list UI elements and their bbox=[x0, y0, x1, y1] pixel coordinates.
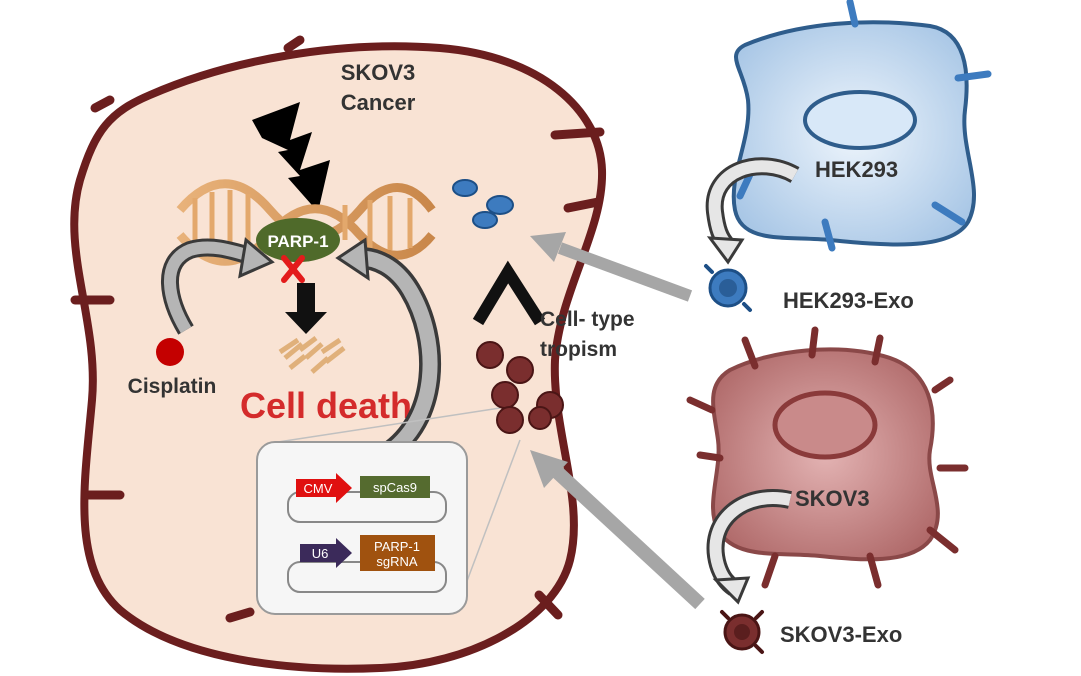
hek-exosomes-inside bbox=[452, 179, 514, 229]
hek293-cell-label: HEK293 bbox=[815, 157, 898, 182]
spcas9-gene-label: spCas9 bbox=[373, 480, 417, 495]
cancer-cell-label-line2: Cancer bbox=[341, 90, 416, 115]
cisplatin-dot bbox=[156, 338, 184, 366]
u6-promoter-label: U6 bbox=[312, 546, 329, 561]
parp1-label: PARP-1 bbox=[267, 232, 328, 251]
plasmid-sgrna: U6 PARP-1 sgRNA bbox=[287, 535, 447, 593]
x-mark-icon bbox=[281, 255, 305, 283]
tropism-label-line1: Cell- type bbox=[540, 308, 635, 331]
hek293-cell bbox=[731, 0, 992, 252]
cancer-cell-label-line1: SKOV3 bbox=[341, 60, 416, 85]
skov-exo-label: SKOV3-Exo bbox=[780, 622, 902, 647]
parp1-protein bbox=[256, 218, 340, 262]
skov3-cell-label: SKOV3 bbox=[795, 486, 870, 511]
hek-exo-label: HEK293-Exo bbox=[783, 288, 914, 313]
cell-death-label: Cell death bbox=[240, 385, 412, 426]
skov3-cell bbox=[686, 326, 969, 589]
skov-exo-entry-arrow bbox=[530, 450, 705, 610]
hek-exo-entry-arrow bbox=[530, 232, 693, 302]
hek-secretion-arrow bbox=[705, 157, 800, 265]
skov3-cancer-cell bbox=[70, 35, 607, 673]
down-arrow-icon bbox=[285, 283, 327, 334]
skov-secretion-arrow bbox=[706, 489, 792, 605]
skov-exosome bbox=[720, 610, 764, 654]
sgrna-gene-label-line2: sgRNA bbox=[376, 554, 418, 569]
plasmid-box bbox=[256, 441, 468, 615]
lightning-bolt-icon bbox=[252, 102, 330, 212]
plasmid-cas9: CMV spCas9 bbox=[287, 473, 447, 523]
tropism-label-line2: tropism bbox=[540, 338, 617, 361]
sgrna-gene-label-line1: PARP-1 bbox=[374, 539, 420, 554]
cmv-promoter-label: CMV bbox=[304, 481, 333, 496]
plasmid-zoom-lines bbox=[277, 407, 521, 606]
plasmid-to-parp-arrow bbox=[335, 237, 441, 465]
greater-than-icon bbox=[472, 260, 546, 326]
cisplatin-curved-arrow bbox=[161, 237, 275, 335]
cisplatin-label: Cisplatin bbox=[128, 375, 217, 398]
hek-exosome bbox=[704, 264, 752, 312]
fragmented-dna-icon bbox=[278, 336, 346, 374]
skov-exosomes-inside bbox=[476, 341, 564, 434]
membrane-proteins bbox=[70, 35, 605, 623]
